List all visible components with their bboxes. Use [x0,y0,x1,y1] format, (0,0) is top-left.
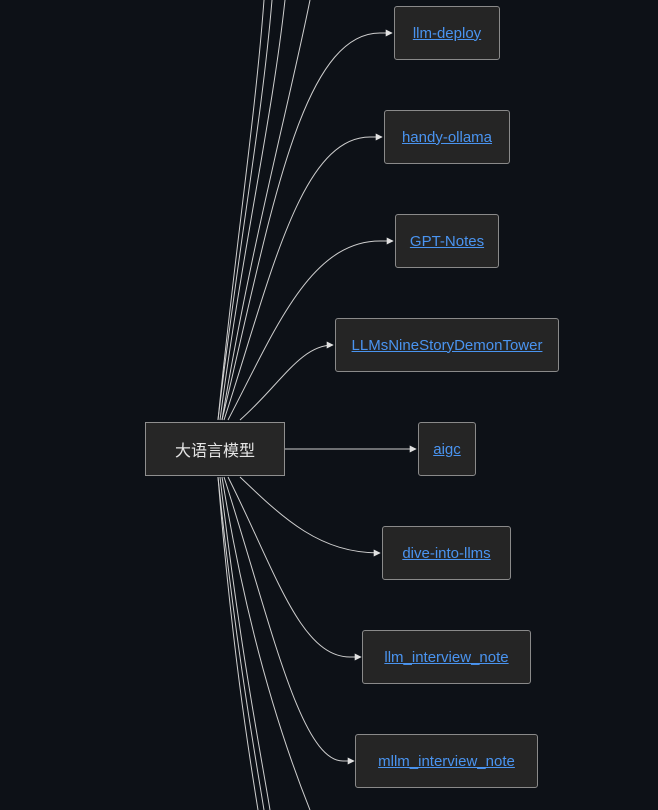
node-link-mllm-interview-note[interactable]: mllm_interview_note [378,752,515,770]
node-link-aigc[interactable]: aigc [433,440,461,458]
node-gpt-notes: GPT-Notes [395,214,499,268]
edge-gpt-notes [227,237,394,421]
edge-handy-ollama [223,133,383,421]
edge-llm-deploy [221,29,393,421]
edge-mllm-interview-note [223,476,355,765]
node-link-llmsninestorydemontower[interactable]: LLMsNineStoryDemonTower [351,336,543,354]
edge-offscreen-up-1 [217,0,265,421]
node-link-dive-into-llms[interactable]: dive-into-llms [402,544,491,562]
edge-offscreen-down-2 [217,476,265,810]
root-node-label: 大语言模型 [174,441,255,460]
node-link-handy-ollama[interactable]: handy-ollama [401,128,493,146]
node-handy-ollama: handy-ollama [384,110,510,164]
node-dive-into-llms: dive-into-llms [382,526,511,580]
edge-offscreen-down-3 [219,476,271,810]
edge-offscreen-down-4 [221,476,311,810]
node-llm-interview-note: llm_interview_note [362,630,531,684]
node-mllm-interview-note: mllm_interview_note [355,734,538,788]
edge-dive-into-llms [239,476,381,557]
edge-llm-interview-note [227,476,362,661]
edge-offscreen-up-2 [217,0,273,421]
node-link-gpt-notes[interactable]: GPT-Notes [409,232,485,250]
edge-offscreen-up-3 [219,0,286,421]
node-llm-deploy: llm-deploy [394,6,500,60]
root-node: 大语言模型 [145,422,285,476]
edge-offscreen-up-4 [221,0,311,421]
node-aigc: aigc [418,422,476,476]
node-link-llm-deploy[interactable]: llm-deploy [412,24,482,42]
node-llmsninestorydemontower: LLMsNineStoryDemonTower [335,318,559,372]
edge-llmsninestory [239,341,334,421]
node-link-llm-interview-note[interactable]: llm_interview_note [384,648,509,666]
edge-offscreen-down-1 [217,476,259,810]
